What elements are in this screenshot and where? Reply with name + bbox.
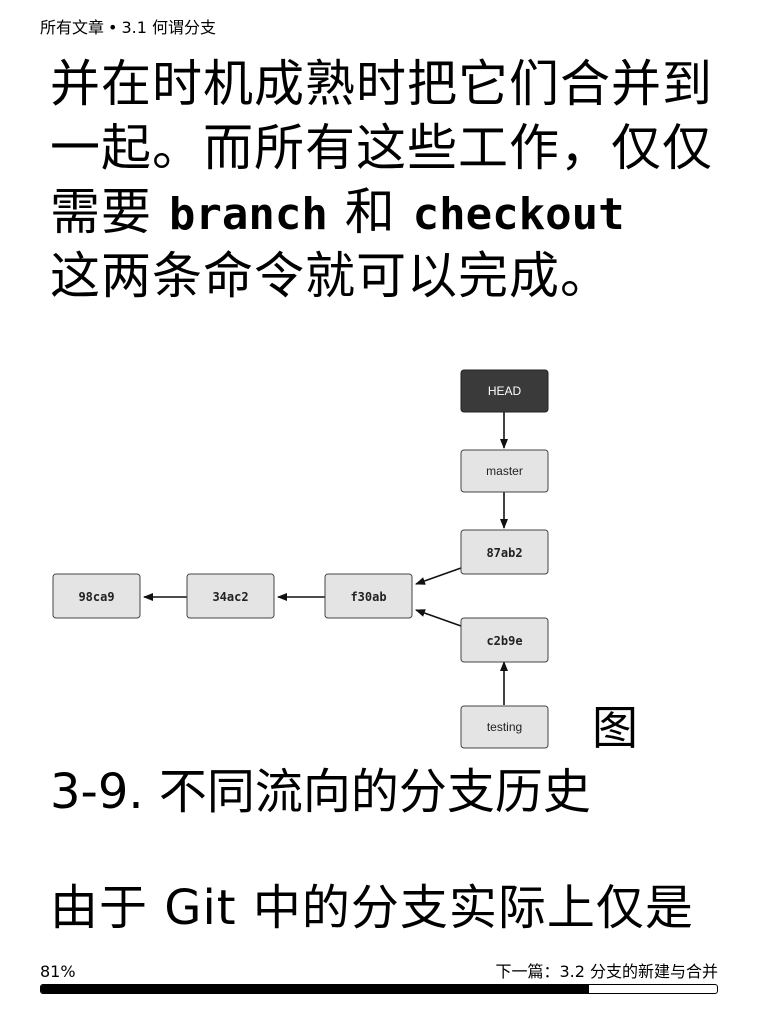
node-label-98ca9: 98ca9 bbox=[78, 590, 114, 604]
edge-87ab2-f30ab bbox=[415, 567, 462, 585]
paragraph-line: 一起。而所有这些工作，仅仅 bbox=[50, 119, 713, 177]
node-label-34ac2: 34ac2 bbox=[212, 590, 248, 604]
paragraph-line: 这两条命令就可以完成。 bbox=[50, 247, 611, 305]
paragraph-line: 由于 Git 中的分支实际上仅是 bbox=[50, 880, 694, 936]
paragraph-text: 需要 bbox=[50, 183, 169, 241]
figure-label: 图 bbox=[592, 701, 638, 755]
breadcrumb-all-articles-link[interactable]: 所有文章 bbox=[40, 18, 105, 37]
branch-history-figure: HEAD master 87ab2 f30ab 34ac2 98ca9 c2b9… bbox=[0, 360, 758, 760]
edge-c2b9e-f30ab bbox=[415, 609, 462, 627]
node-label-c2b9e: c2b9e bbox=[486, 634, 522, 648]
node-head: HEAD bbox=[460, 369, 549, 413]
node-commit-34ac2: 34ac2 bbox=[186, 573, 275, 619]
progress-percent: 81% bbox=[40, 962, 76, 981]
node-label-head: HEAD bbox=[488, 384, 522, 398]
node-commit-98ca9: 98ca9 bbox=[52, 573, 141, 619]
branch-diagram: HEAD master 87ab2 f30ab 34ac2 98ca9 c2b9… bbox=[52, 369, 549, 749]
node-label-master: master bbox=[486, 464, 523, 478]
node-commit-f30ab: f30ab bbox=[324, 573, 413, 619]
breadcrumb-separator: • bbox=[108, 18, 118, 37]
node-testing: testing bbox=[460, 705, 549, 749]
node-commit-87ab2: 87ab2 bbox=[460, 529, 549, 575]
breadcrumb-current: 3.1 何谓分支 bbox=[121, 18, 216, 37]
node-label-testing: testing bbox=[487, 720, 522, 734]
node-commit-c2b9e: c2b9e bbox=[460, 617, 549, 663]
reading-progress-fill bbox=[41, 985, 589, 993]
breadcrumb: 所有文章•3.1 何谓分支 bbox=[40, 18, 216, 38]
paragraph-line: 需要 branch 和 checkout bbox=[50, 180, 720, 244]
body-paragraph-1: 并在时机成熟时把它们合并到 一起。而所有这些工作，仅仅 需要 branch 和 … bbox=[50, 52, 720, 308]
node-label-f30ab: f30ab bbox=[350, 590, 386, 604]
node-master: master bbox=[460, 449, 549, 493]
paragraph-text: 和 bbox=[327, 183, 413, 241]
figure-caption: 3-9. 不同流向的分支历史 bbox=[50, 764, 591, 820]
code-branch: branch bbox=[168, 189, 328, 240]
code-checkout: checkout bbox=[412, 189, 625, 240]
body-paragraph-2: 由于 Git 中的分支实际上仅是 bbox=[50, 876, 720, 940]
next-article-link[interactable]: 下一篇：3.2 分支的新建与合并 bbox=[495, 962, 718, 981]
paragraph-line: 并在时机成熟时把它们合并到 bbox=[50, 55, 713, 113]
reading-progress-bar bbox=[40, 984, 718, 994]
node-label-87ab2: 87ab2 bbox=[486, 546, 522, 560]
